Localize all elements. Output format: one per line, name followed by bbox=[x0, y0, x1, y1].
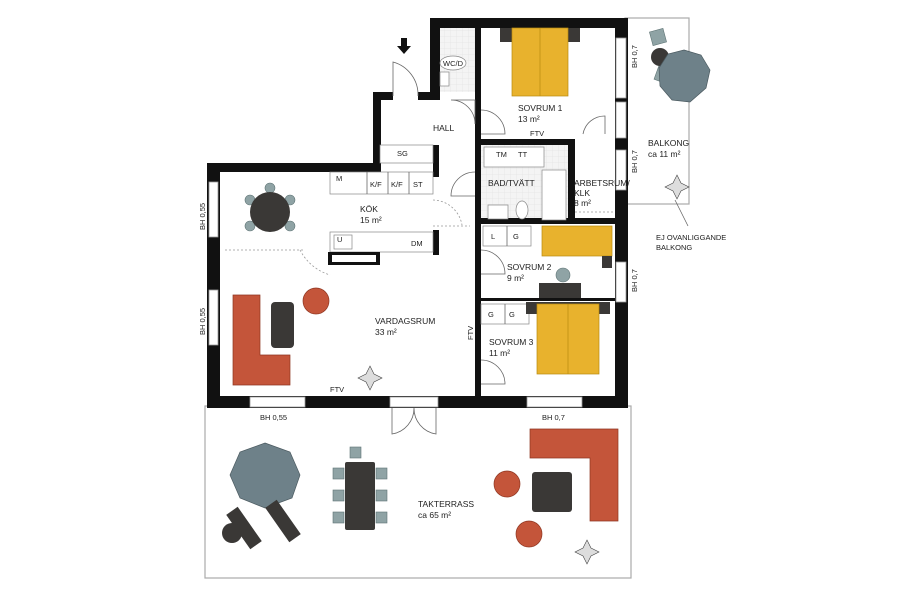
svg-text:K/F: K/F bbox=[370, 180, 382, 189]
svg-text:BH 0,7: BH 0,7 bbox=[542, 413, 565, 422]
svg-text:FTV: FTV bbox=[466, 326, 475, 340]
svg-text:M: M bbox=[336, 174, 342, 183]
umbrella bbox=[229, 442, 301, 509]
plant-icon bbox=[357, 365, 383, 391]
windows bbox=[208, 37, 627, 408]
room-balkong: BALKONG bbox=[648, 138, 689, 148]
desk bbox=[539, 283, 581, 298]
svg-text:FTV: FTV bbox=[530, 129, 544, 138]
room-kok: KÖK bbox=[360, 204, 378, 214]
area-kok: 15 m² bbox=[360, 215, 382, 225]
arrow-down-icon bbox=[397, 38, 411, 54]
plant-icon bbox=[664, 174, 690, 200]
svg-text:BH 0,7: BH 0,7 bbox=[630, 45, 639, 68]
armchair bbox=[302, 287, 330, 315]
umbrella bbox=[658, 49, 711, 103]
fixture-labels: SG M K/F K/F ST U DM TM TT L G G G FTV F… bbox=[330, 129, 544, 394]
balcony-note: EJ OVANLIGGANDE bbox=[656, 233, 726, 242]
area-vardagsrum: 33 m² bbox=[375, 327, 397, 337]
svg-text:TM: TM bbox=[496, 150, 507, 159]
svg-text:TT: TT bbox=[518, 150, 528, 159]
svg-text:BH 0,55: BH 0,55 bbox=[198, 308, 207, 335]
corner-sofa bbox=[232, 294, 291, 386]
furniture-terrace bbox=[222, 428, 619, 565]
furniture-balcony bbox=[649, 28, 711, 227]
balcony-note-2: BALKONG bbox=[656, 243, 692, 252]
area-balkong: ca 11 m² bbox=[648, 149, 681, 159]
svg-text:U: U bbox=[337, 235, 342, 244]
area-sovrum3: 11 m² bbox=[489, 348, 510, 358]
terrace-coffee-table bbox=[532, 472, 572, 512]
svg-text:G: G bbox=[488, 310, 494, 319]
doors[interactable] bbox=[225, 61, 606, 435]
room-sovrum2: SOVRUM 2 bbox=[507, 262, 552, 272]
svg-text:BH 0,55: BH 0,55 bbox=[260, 413, 287, 422]
svg-text:FTV: FTV bbox=[330, 385, 344, 394]
area-sovrum2: 9 m² bbox=[507, 273, 524, 283]
svg-text:G: G bbox=[509, 310, 515, 319]
room-bad: BAD/TVÄTT bbox=[488, 178, 535, 188]
svg-text:K/F: K/F bbox=[391, 180, 403, 189]
svg-text:DM: DM bbox=[411, 239, 423, 248]
room-arbetsrum: ARBETSRUM/ bbox=[574, 178, 630, 188]
plant-icon bbox=[574, 539, 600, 565]
bed-sovrum2 bbox=[541, 225, 613, 257]
furniture-living bbox=[232, 182, 383, 391]
svg-text:ST: ST bbox=[413, 180, 423, 189]
coffee-table bbox=[271, 302, 294, 348]
area-takterrass: ca 65 m² bbox=[418, 510, 451, 520]
room-sovrum3: SOVRUM 3 bbox=[489, 337, 534, 347]
svg-text:BH 0,55: BH 0,55 bbox=[198, 203, 207, 230]
svg-text:G: G bbox=[513, 232, 519, 241]
area-arbetsrum: 8 m² bbox=[574, 198, 591, 208]
svg-text:BH 0,7: BH 0,7 bbox=[630, 269, 639, 292]
room-sovrum1: SOVRUM 1 bbox=[518, 103, 563, 113]
furniture-bedrooms bbox=[500, 27, 613, 375]
kitchen-fixtures bbox=[328, 144, 434, 265]
dining-table bbox=[250, 192, 290, 232]
window-labels: BH 0,55 BH 0,55 BH 0,55 BH 0,7 BH 0,7 BH… bbox=[198, 45, 639, 422]
svg-text:SG: SG bbox=[397, 149, 408, 158]
room-arbetsrum-2: KLK bbox=[574, 188, 590, 198]
svg-text:BH 0,7: BH 0,7 bbox=[630, 150, 639, 173]
terrace-sofa bbox=[529, 428, 619, 522]
terrace-table bbox=[345, 462, 375, 530]
svg-text:L: L bbox=[491, 232, 495, 241]
room-takterrass: TAKTERRASS bbox=[418, 499, 474, 509]
room-hall: HALL bbox=[433, 123, 455, 133]
area-sovrum1: 13 m² bbox=[518, 114, 540, 124]
room-vardagsrum: VARDAGSRUM bbox=[375, 316, 435, 326]
bath-fixtures bbox=[439, 55, 613, 325]
room-wc: WC/D bbox=[443, 59, 464, 68]
